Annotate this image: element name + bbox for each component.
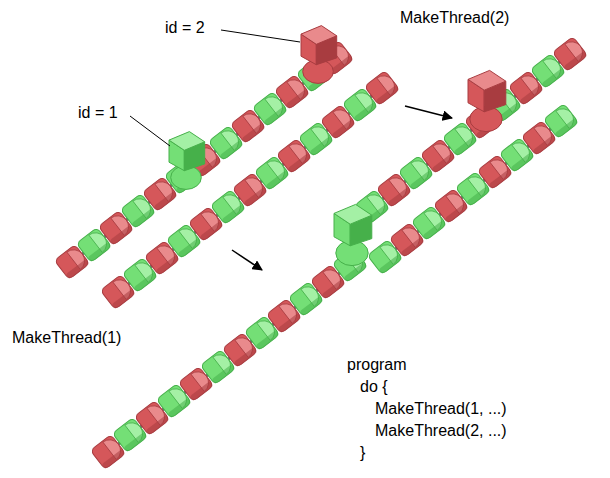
leader-line <box>130 116 170 146</box>
robot-module <box>364 71 399 106</box>
chain-rod <box>118 88 382 292</box>
thread-label: MakeThread(2) <box>400 8 509 28</box>
junction-cube <box>468 70 506 131</box>
module-shade <box>378 254 402 275</box>
cube-face <box>169 132 205 151</box>
module-body <box>543 104 578 139</box>
module-shade <box>101 449 125 470</box>
id-label: id = 2 <box>165 18 205 38</box>
module-shade <box>243 187 267 208</box>
thread-label: MakeThread(1) <box>12 328 121 348</box>
id-label: id = 1 <box>78 103 118 123</box>
module-shade <box>233 347 257 368</box>
module-shade <box>409 170 433 191</box>
module-shade <box>87 242 111 263</box>
module-shade <box>199 221 223 242</box>
module-shade <box>241 123 265 144</box>
code-line: program <box>347 355 407 375</box>
module-shade <box>177 238 201 259</box>
junction-cube <box>334 204 372 265</box>
code-line: MakeThread(1, ...) <box>375 399 507 419</box>
cube-face <box>301 26 337 45</box>
module-shade <box>155 255 179 276</box>
junction-cube <box>169 132 205 190</box>
module-shade <box>400 237 424 258</box>
junction-cube <box>301 26 337 84</box>
module-shade <box>321 279 345 300</box>
module-shade <box>554 118 578 139</box>
module-body <box>364 71 399 106</box>
module-shade <box>221 204 245 225</box>
code-line: MakeThread(2, ...) <box>375 421 507 441</box>
module-shade <box>265 170 289 191</box>
module-shade <box>353 102 377 123</box>
module-shade <box>466 186 490 207</box>
cube-face <box>334 204 372 224</box>
module-shade <box>65 259 89 280</box>
module-shade <box>431 153 455 174</box>
module-chains <box>54 37 587 470</box>
transition-arrow <box>405 106 452 118</box>
module-shade <box>189 381 213 402</box>
module-shade <box>109 225 133 246</box>
code-line: do { <box>360 377 388 397</box>
module-shade <box>331 119 355 140</box>
module-shade <box>422 220 446 241</box>
module-shade <box>563 51 587 72</box>
module-shade <box>519 85 543 106</box>
module-shade <box>285 89 309 110</box>
module-shade <box>263 106 287 127</box>
module-shade <box>145 415 169 436</box>
module-shade <box>131 208 155 229</box>
cube-face <box>468 70 506 90</box>
module-body <box>552 37 587 72</box>
robot-module <box>552 37 587 72</box>
module-shade <box>444 203 468 224</box>
module-shade <box>488 169 512 190</box>
module-shade <box>123 432 147 453</box>
module-shade <box>510 152 534 173</box>
module-shade <box>133 272 157 293</box>
transition-arrow <box>232 250 262 270</box>
module-shade <box>387 187 411 208</box>
module-shade <box>532 135 556 156</box>
chain-rod <box>72 58 336 262</box>
module-shade <box>255 330 279 351</box>
junction-cubes <box>169 26 506 266</box>
module-shade <box>453 136 477 157</box>
chain-rod <box>108 265 350 452</box>
code-line: } <box>360 443 365 463</box>
module-shade <box>211 364 235 385</box>
module-shade <box>277 313 301 334</box>
module-shade <box>299 296 323 317</box>
leader-line <box>221 30 300 42</box>
chain-rod <box>385 121 561 257</box>
module-shade <box>541 68 565 89</box>
module-shade <box>153 191 177 212</box>
module-shade <box>167 398 191 419</box>
robot-module <box>543 104 578 139</box>
module-shade <box>111 289 135 310</box>
module-shade <box>309 136 333 157</box>
module-shade <box>219 140 243 161</box>
module-shade <box>287 153 311 174</box>
chain-rod <box>372 54 570 207</box>
module-shade <box>375 85 399 106</box>
